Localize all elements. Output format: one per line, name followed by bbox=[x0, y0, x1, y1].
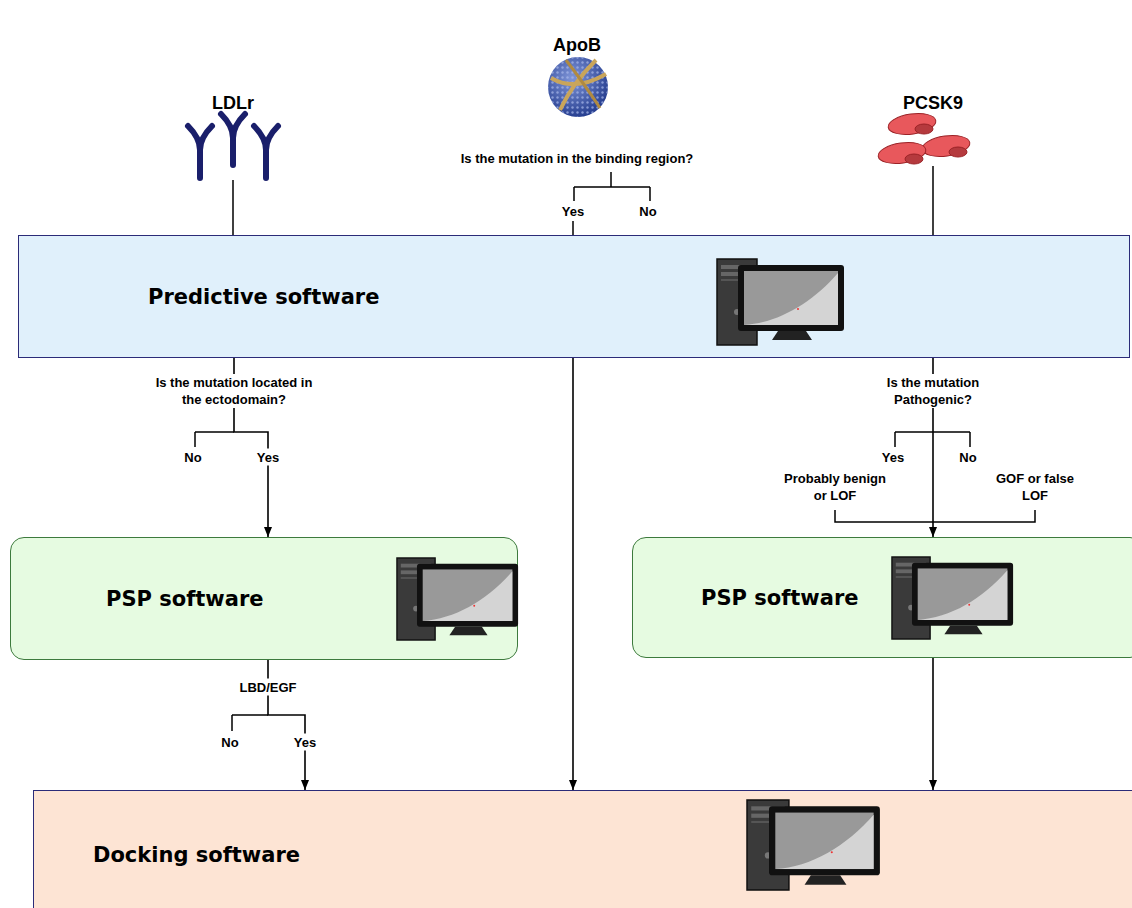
branch-bracket bbox=[232, 715, 268, 731]
ldlr-icon-part bbox=[200, 126, 212, 150]
decision-question: Is the mutation in the binding region? bbox=[458, 150, 697, 167]
branch-answer: Yes bbox=[559, 203, 587, 220]
apob-icon bbox=[548, 57, 608, 117]
flow-arrow bbox=[572, 358, 574, 790]
ldlr-icon-part bbox=[233, 114, 245, 138]
pcsk9-icon-part bbox=[887, 111, 937, 137]
computer-icon bbox=[746, 793, 882, 897]
process-box: PSP software bbox=[10, 537, 518, 660]
branch-bracket bbox=[574, 172, 650, 201]
protein-name: PCSK9 bbox=[900, 95, 966, 112]
computer-icon bbox=[396, 554, 520, 644]
outcome-note: Probably benign or LOF bbox=[773, 470, 897, 504]
pcsk9-icon-part bbox=[949, 147, 967, 157]
ldlr-icon bbox=[188, 114, 278, 178]
node-title: PSP software bbox=[106, 587, 264, 611]
pcsk9-icon-part bbox=[877, 140, 927, 166]
computer-icon-part bbox=[892, 557, 1013, 639]
branch-answer: Yes bbox=[291, 734, 319, 751]
computer-icon-part bbox=[747, 800, 880, 890]
decision-question: Is the mutation located in the ectodomai… bbox=[150, 374, 318, 408]
pcsk9-icon-part bbox=[915, 124, 933, 134]
decision-question: LBD/EGF bbox=[236, 679, 299, 696]
pcsk9-icon-part bbox=[921, 133, 971, 159]
protein-name: LDLr bbox=[209, 95, 257, 112]
link-line bbox=[932, 166, 934, 236]
branch-answer: No bbox=[636, 203, 659, 220]
outcome-note: GOF or false LOF bbox=[984, 470, 1086, 504]
link-line bbox=[232, 180, 234, 236]
ldlr-icon-part bbox=[266, 126, 278, 150]
process-band: Predictive software bbox=[18, 235, 1130, 358]
apob-icon-part bbox=[548, 57, 608, 117]
node-title: PSP software bbox=[701, 586, 859, 610]
protein-name: ApoB bbox=[550, 37, 604, 54]
branch-answer: No bbox=[181, 449, 204, 466]
decision-question: Is the mutation Pathogenic? bbox=[871, 374, 995, 408]
computer-icon bbox=[891, 553, 1015, 643]
merge-bracket bbox=[835, 510, 1035, 522]
pcsk9-icon bbox=[877, 111, 971, 166]
computer-icon-part bbox=[717, 259, 844, 345]
node-title: Predictive software bbox=[148, 285, 379, 309]
branch-answer: No bbox=[956, 449, 979, 466]
process-box: PSP software bbox=[632, 537, 1132, 658]
link-line bbox=[572, 221, 574, 236]
node-title: Docking software bbox=[93, 843, 300, 867]
apob-icon-part bbox=[560, 60, 596, 110]
computer-icon-part bbox=[397, 558, 518, 640]
apob-icon-part bbox=[548, 57, 608, 117]
computer-icon bbox=[716, 256, 846, 348]
branch-answer: No bbox=[218, 734, 241, 751]
apob-icon-part bbox=[566, 60, 600, 108]
branch-answer: Yes bbox=[879, 449, 907, 466]
branch-answer: Yes bbox=[254, 449, 282, 466]
branch-bracket bbox=[195, 432, 234, 447]
process-band: Docking software bbox=[33, 790, 1132, 908]
pcsk9-icon-part bbox=[905, 154, 923, 164]
flow-arrow bbox=[932, 658, 934, 790]
